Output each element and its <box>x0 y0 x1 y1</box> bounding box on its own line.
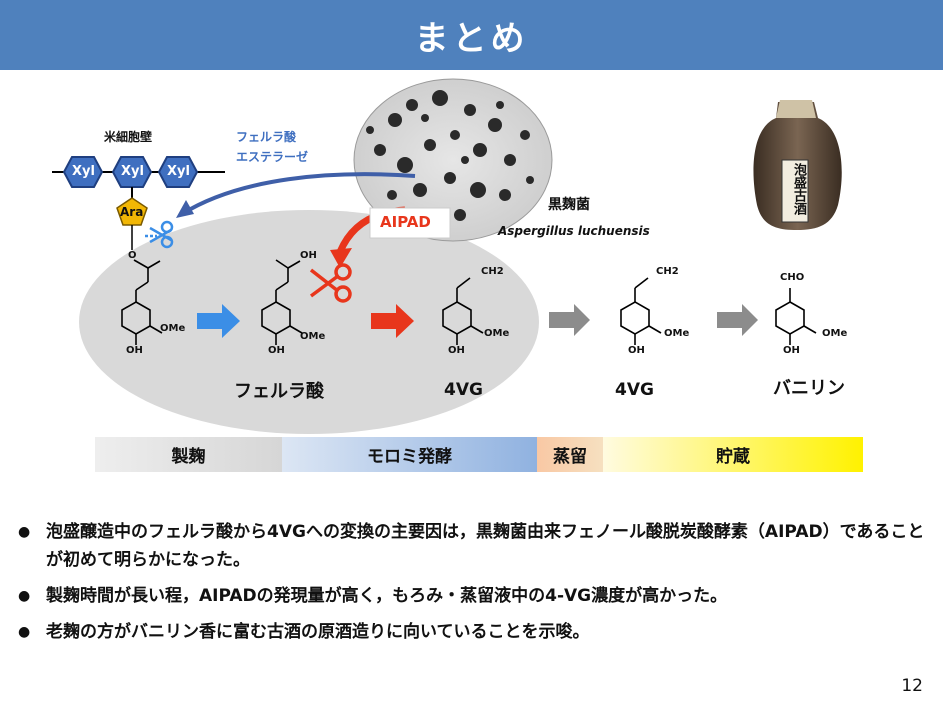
ester-oh-label: OH <box>126 345 143 356</box>
fungal-fermentation-ellipse <box>79 210 539 434</box>
xylose-chain <box>62 156 199 188</box>
enzyme-label-line1: フェルラ酸 <box>236 130 297 144</box>
awamori-jar-photo <box>752 95 842 235</box>
xyl-unit-2 <box>111 156 153 188</box>
acid-oh-label: OH <box>300 250 317 261</box>
4vg-structure-1 <box>442 277 484 345</box>
blue-arrow-icon <box>197 304 240 338</box>
xyl-label-2: Xyl <box>121 164 144 179</box>
ferulic-acid-structure <box>261 259 303 345</box>
ferulic-oh-label: OH <box>268 345 285 356</box>
cell-wall-label: 米細胞壁 <box>104 130 153 144</box>
red-arrow-icon <box>371 304 414 338</box>
vg1-oh-label: OH <box>448 345 465 356</box>
ara-label: Ara <box>120 205 144 219</box>
aipad-label: AIPAD <box>380 213 431 231</box>
xyl-unit-1 <box>62 156 104 188</box>
ferulic-ome-label: OMe <box>300 331 326 342</box>
vg1-ome-label: OMe <box>484 328 510 339</box>
bullet-icon: ● <box>18 524 31 540</box>
xyl-unit-3 <box>157 156 199 188</box>
vg1-ch2-label: CH2 <box>481 266 504 277</box>
4vg-structure-2 <box>620 277 662 345</box>
compound-name-ferulic-acid: フェルラ酸 <box>234 381 324 402</box>
grey-arrow-icon-1 <box>549 304 590 336</box>
compound-name-4vg-1: 4VG <box>444 380 483 400</box>
esterase-arrow <box>180 172 416 216</box>
vg2-oh-label: OH <box>628 345 645 356</box>
xyl-label-3: Xyl <box>167 164 190 179</box>
vanillin-oh-label: OH <box>783 345 800 356</box>
pathway-diagram <box>52 78 842 434</box>
jar-label: 泡盛古酒 <box>791 163 806 215</box>
list-item: ● 泡盛醸造中のフェルラ酸から4VGへの変換の主要因は，黒麹菌由来フェノール酸脱… <box>18 518 928 574</box>
scissors-icon <box>145 220 174 249</box>
stage-moromi-fermentation: モロミ発酵 <box>282 437 537 472</box>
ferulate-ester-structure <box>121 259 163 345</box>
fungus-species: Aspergillus luchuensis <box>498 224 650 238</box>
vanillin-cho-label: CHO <box>780 272 805 283</box>
stage-storage: 貯蔵 <box>603 437 863 472</box>
page-title: まとめ <box>414 18 529 59</box>
bullet-icon: ● <box>18 588 31 604</box>
fungus-label: 黒麹菌 <box>548 197 590 213</box>
vg2-ch2-label: CH2 <box>656 266 679 277</box>
bullet-icon: ● <box>18 624 31 640</box>
compound-name-4vg-2: 4VG <box>615 380 654 400</box>
red-scissors-icon <box>309 263 352 303</box>
vanillin-structure <box>775 288 817 345</box>
list-item: ● 老麹の方がバニリン香に富む古酒の原酒造りに向いていることを示唆。 <box>18 618 928 646</box>
page-number: 12 <box>901 676 923 696</box>
compound-name-vanillin: バニリン <box>773 378 845 399</box>
ester-ome-label: OMe <box>160 323 186 334</box>
title-bar: まとめ <box>0 0 943 70</box>
enzyme-label-line2: エステラーゼ <box>236 150 309 164</box>
vg2-ome-label: OMe <box>664 328 690 339</box>
ester-o-label: O <box>128 250 137 261</box>
vanillin-ome-label: OMe <box>822 328 848 339</box>
list-item: ● 製麹時間が長い程，AIPADの発現量が高く，もろみ・蒸留液中の4-VG濃度が… <box>18 582 928 610</box>
summary-list: ● 泡盛醸造中のフェルラ酸から4VGへの変換の主要因は，黒麹菌由来フェノール酸脱… <box>18 518 928 654</box>
stage-koji-making: 製麹 <box>95 437 282 472</box>
grey-arrow-icon-2 <box>717 304 758 336</box>
koji-mold-photo <box>353 78 553 242</box>
xyl-label-1: Xyl <box>72 164 95 179</box>
stage-distillation: 蒸留 <box>537 437 603 472</box>
